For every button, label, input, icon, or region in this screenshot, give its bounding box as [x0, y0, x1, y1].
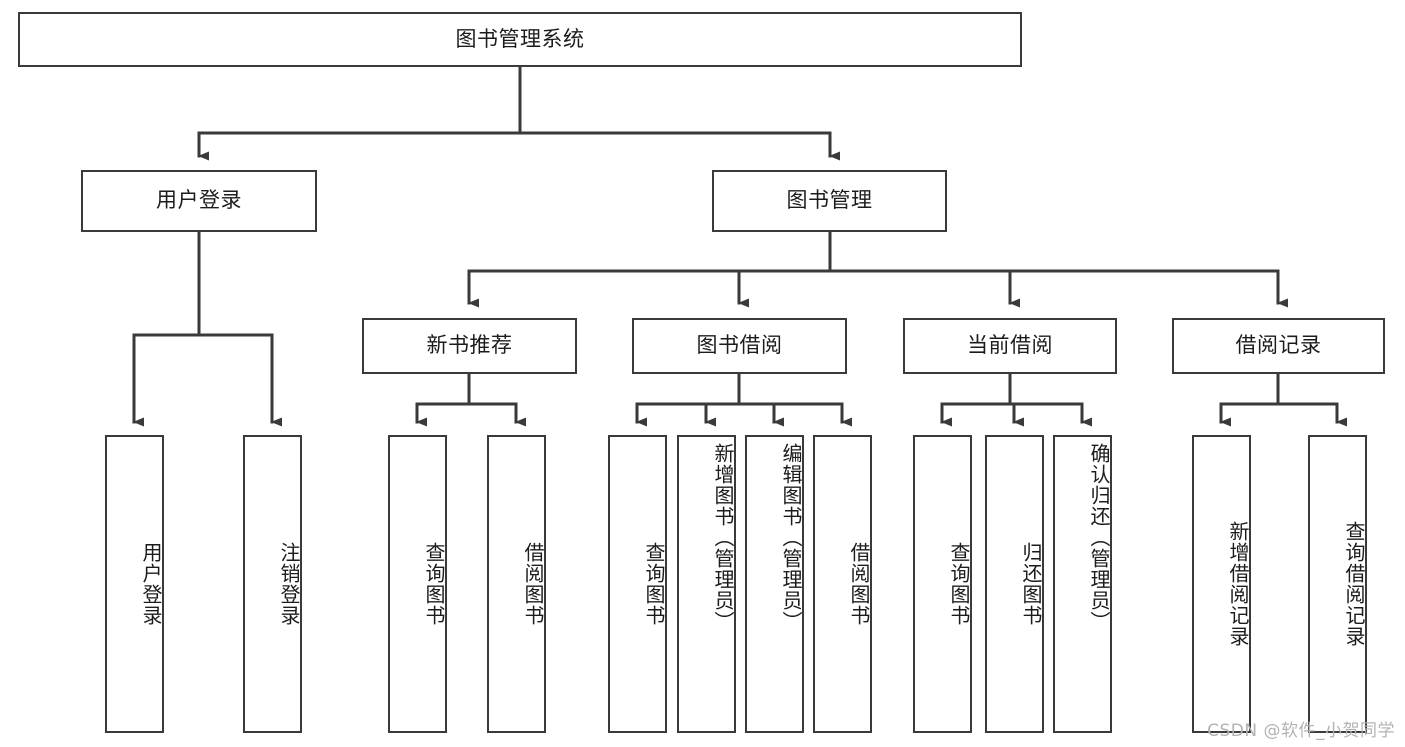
node-book-borrow-label: 图书借阅 [696, 333, 783, 358]
node-user-login-label: 用户登录 [156, 188, 242, 213]
node-book-borrow[interactable]: 图书借阅 [632, 318, 847, 374]
node-borrow-record-label: 借阅记录 [1235, 333, 1322, 358]
node-leaf-return-book[interactable]: 归还图书 [985, 435, 1044, 733]
node-leaf-query-book-1[interactable]: 查询图书 [388, 435, 447, 733]
node-leaf-confirm-return[interactable]: 确认归还（管理员） [1053, 435, 1112, 733]
node-leaf-borrow-book-1-label: 借阅图书 [521, 542, 545, 626]
node-leaf-add-borrow-record-label: 新增借阅记录 [1226, 521, 1250, 647]
node-leaf-query-borrow-record[interactable]: 查询借阅记录 [1308, 435, 1367, 733]
node-root-label: 图书管理系统 [455, 26, 585, 51]
node-leaf-logout-login-label: 注销登录 [277, 542, 301, 626]
node-leaf-add-borrow-record[interactable]: 新增借阅记录 [1192, 435, 1251, 733]
node-root[interactable]: 图书管理系统 [18, 12, 1022, 67]
node-leaf-borrow-book-2-label: 借阅图书 [847, 542, 871, 626]
node-current-borrow-label: 当前借阅 [967, 333, 1053, 358]
node-book-manage[interactable]: 图书管理 [712, 170, 947, 232]
node-leaf-edit-book-label: 编辑图书（管理员） [779, 443, 803, 632]
node-leaf-add-book[interactable]: 新增图书（管理员） [677, 435, 736, 733]
node-leaf-edit-book[interactable]: 编辑图书（管理员） [745, 435, 804, 733]
node-user-login[interactable]: 用户登录 [81, 170, 317, 232]
node-leaf-borrow-book-2[interactable]: 借阅图书 [813, 435, 872, 733]
node-new-book-recommend-label: 新书推荐 [426, 333, 513, 358]
node-leaf-query-book-1-label: 查询图书 [422, 542, 446, 626]
watermark-text: CSDN @软件_小贺同学 [1207, 721, 1395, 741]
node-leaf-logout-login[interactable]: 注销登录 [243, 435, 302, 733]
node-leaf-user-login[interactable]: 用户登录 [105, 435, 164, 733]
node-leaf-query-borrow-record-label: 查询借阅记录 [1342, 521, 1366, 647]
node-leaf-query-book-2[interactable]: 查询图书 [608, 435, 667, 733]
node-leaf-confirm-return-label: 确认归还（管理员） [1087, 443, 1111, 632]
node-leaf-query-book-3[interactable]: 查询图书 [913, 435, 972, 733]
node-leaf-query-book-2-label: 查询图书 [642, 542, 666, 626]
node-leaf-user-login-label: 用户登录 [139, 542, 163, 626]
node-current-borrow[interactable]: 当前借阅 [903, 318, 1117, 374]
node-borrow-record[interactable]: 借阅记录 [1172, 318, 1385, 374]
node-leaf-query-book-3-label: 查询图书 [947, 542, 971, 626]
node-book-manage-label: 图书管理 [786, 188, 873, 213]
node-leaf-add-book-label: 新增图书（管理员） [711, 443, 735, 632]
node-new-book-recommend[interactable]: 新书推荐 [362, 318, 577, 374]
node-leaf-borrow-book-1[interactable]: 借阅图书 [487, 435, 546, 733]
node-leaf-return-book-label: 归还图书 [1019, 542, 1043, 626]
